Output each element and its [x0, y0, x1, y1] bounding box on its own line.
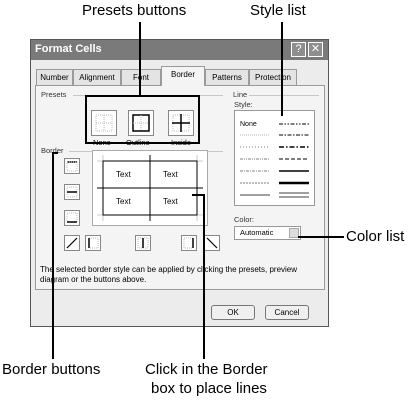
border-right-button[interactable] [181, 235, 197, 251]
color-label: Color: [234, 215, 255, 224]
color-value: Automatic [240, 228, 274, 237]
callout-click-border-1: Click in the Border [145, 361, 268, 378]
preset-inside-icon [172, 114, 190, 132]
style-option-none[interactable]: None [240, 121, 257, 128]
border-diagonal-down-icon [206, 237, 218, 249]
tab-border[interactable]: Border [161, 66, 205, 86]
cancel-button[interactable]: Cancel [265, 305, 309, 320]
callout-click-border-2: box to place lines [151, 380, 267, 397]
tab-number[interactable]: Number [36, 69, 73, 85]
callout-color-list: Color list [346, 228, 405, 245]
callout-border-leader [52, 152, 54, 359]
preset-none-icon [95, 114, 113, 132]
close-button[interactable]: ✕ [308, 42, 323, 57]
preset-outline-button[interactable] [128, 110, 154, 136]
border-top-icon [66, 161, 78, 172]
line-style-list[interactable]: None [234, 110, 315, 206]
callout-presets-leader [139, 22, 141, 95]
callout-preview-leader-v [203, 194, 205, 359]
border-left-button[interactable] [85, 235, 101, 251]
border-middle-horizontal-button[interactable] [64, 184, 80, 200]
title-bar: Format Cells ? ✕ [31, 40, 328, 60]
border-diagonal-up-icon [66, 237, 78, 249]
callout-presets-buttons: Presets buttons [82, 2, 187, 19]
help-button[interactable]: ? [291, 42, 306, 57]
callout-style-list: Style list [250, 2, 306, 19]
tab-protection[interactable]: Protection [249, 69, 297, 85]
line-separator [249, 95, 319, 96]
preview-cell-text: Text [163, 197, 178, 206]
callout-preview-leader-h [192, 194, 205, 196]
preset-none-button[interactable] [91, 110, 117, 136]
tab-font[interactable]: Font [121, 69, 161, 85]
callout-color-leader [298, 236, 344, 238]
tab-patterns[interactable]: Patterns [205, 69, 249, 85]
callout-border-bracket [52, 152, 58, 154]
border-middle-horizontal-icon [66, 186, 78, 198]
border-middle-vertical-icon [137, 237, 149, 249]
presets-label: Presets [41, 90, 67, 99]
border-label: Border [41, 146, 64, 155]
preview-cell-text: Text [116, 197, 131, 206]
border-preview-box[interactable]: Text Text Text Text [92, 150, 208, 226]
dropdown-arrow-icon[interactable] [289, 228, 299, 238]
border-diagonal-down-button[interactable] [204, 235, 220, 251]
border-description-text: The selected border style can be applied… [40, 265, 298, 284]
preview-cell-text: Text [116, 170, 131, 179]
callout-border-buttons: Border buttons [2, 361, 101, 378]
preset-outline-icon [132, 114, 150, 132]
preset-inside-button[interactable] [168, 110, 194, 136]
line-style-samples [240, 123, 309, 198]
callout-style-leader [281, 22, 283, 116]
border-left-icon [88, 237, 99, 249]
border-bottom-button[interactable] [64, 210, 80, 226]
tab-alignment[interactable]: Alignment [73, 69, 121, 85]
border-bottom-icon [66, 212, 78, 223]
ok-button[interactable]: OK [211, 305, 255, 320]
preview-cell-text: Text [163, 170, 178, 179]
style-label: Style: [234, 100, 253, 109]
color-dropdown[interactable]: Automatic [234, 226, 301, 240]
format-cells-dialog: Format Cells ? ✕ Number Alignment Font B… [30, 39, 329, 327]
border-middle-vertical-button[interactable] [135, 235, 151, 251]
border-top-button[interactable] [64, 158, 80, 174]
dialog-title: Format Cells [35, 43, 102, 55]
line-label: Line [233, 90, 248, 99]
border-right-icon [183, 237, 194, 249]
callout-presets-box [85, 95, 200, 144]
preview-grid-lines [97, 155, 203, 221]
border-diagonal-up-button[interactable] [64, 235, 80, 251]
